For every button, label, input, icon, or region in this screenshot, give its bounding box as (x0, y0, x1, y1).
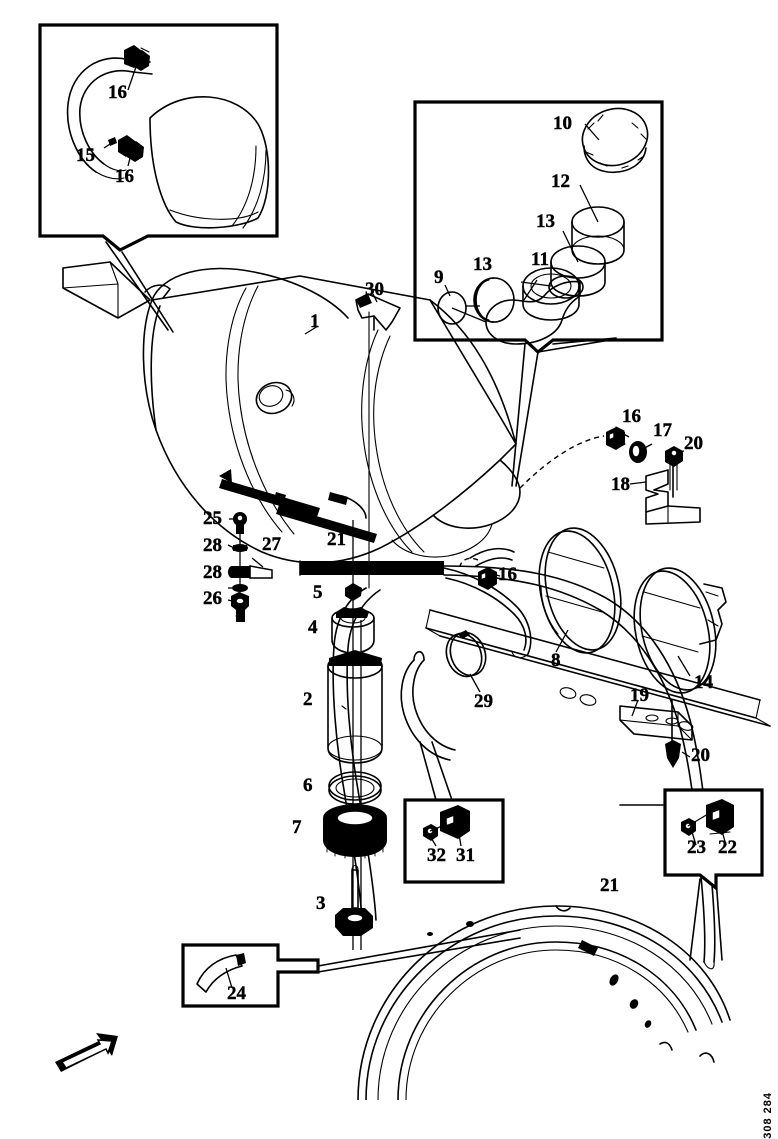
callout-2: 2 (303, 689, 313, 710)
callout-7: 7 (292, 817, 302, 838)
callout-31: 31 (456, 845, 475, 866)
right-hardware-group (519, 426, 701, 525)
callout-28-upper: 28 (203, 535, 222, 556)
panel-top-right-graphics (413, 100, 664, 355)
wheel-arc (357, 905, 731, 1100)
callout-13-upper: 13 (536, 211, 555, 232)
callout-26: 26 (203, 588, 222, 609)
callout-22: 22 (718, 837, 737, 858)
callout-30: 30 (365, 279, 384, 300)
callout-25: 25 (203, 508, 222, 529)
forward-direction-arrow (55, 1033, 118, 1072)
callout-32: 32 (427, 845, 446, 866)
parts-diagram-sheet: 16 15 16 10 12 13 9 13 11 1 30 16 17 20 … (38, 23, 774, 1139)
part-29-ring (445, 630, 487, 678)
callout-19: 19 (630, 685, 649, 706)
callout-10: 10 (553, 113, 572, 134)
callout-3: 3 (316, 893, 326, 914)
callout-23: 23 (687, 837, 706, 858)
callout-17: 17 (653, 420, 672, 441)
fuel-lines (299, 547, 771, 970)
callout-24: 24 (227, 983, 246, 1004)
panel-bottom-left-graphics (181, 929, 521, 1008)
panel-top-left-graphics (38, 23, 279, 252)
callout-21-lower: 21 (600, 875, 619, 896)
callout-20-upper: 20 (684, 433, 703, 454)
left-hardware-column (227, 512, 273, 622)
callout-12: 12 (551, 171, 570, 192)
callout-20-lower: 20 (691, 745, 710, 766)
fuel-pump-stack (323, 520, 387, 950)
part-16-mid-clamp (459, 557, 501, 590)
callout-15: 15 (76, 145, 95, 166)
panel-lower-right-graphics (619, 788, 764, 961)
diagram-artwork (38, 23, 771, 1100)
callout-28-lower: 28 (203, 562, 222, 583)
callout-11: 11 (531, 249, 549, 270)
drawing-number-watermark: 308 284 (762, 1092, 774, 1139)
callout-6: 6 (303, 775, 313, 796)
callout-4: 4 (308, 617, 318, 638)
callout-27: 27 (262, 534, 281, 555)
fuel-tank-assembly (62, 261, 521, 564)
part-30-arrow-marker (355, 293, 401, 331)
callout-1: 1 (310, 311, 320, 332)
callout-21-upper: 21 (327, 529, 346, 550)
inset-pointer-lines (105, 241, 617, 487)
tank-straps (538, 527, 727, 694)
callout-16-top-left-a: 16 (108, 82, 127, 103)
callout-29: 29 (474, 691, 493, 712)
callout-16-mid: 16 (498, 564, 517, 585)
callout-9: 9 (434, 267, 444, 288)
callout-18: 18 (611, 474, 630, 495)
callout-16-right: 16 (622, 406, 641, 427)
callout-14: 14 (694, 672, 713, 693)
callout-5: 5 (313, 582, 323, 603)
callout-8: 8 (551, 650, 561, 671)
callout-13-lower: 13 (473, 254, 492, 275)
callout-16-top-left-b: 16 (115, 166, 134, 187)
panel-lower-mid-graphics (403, 741, 505, 884)
bracket-19-group (619, 699, 693, 768)
